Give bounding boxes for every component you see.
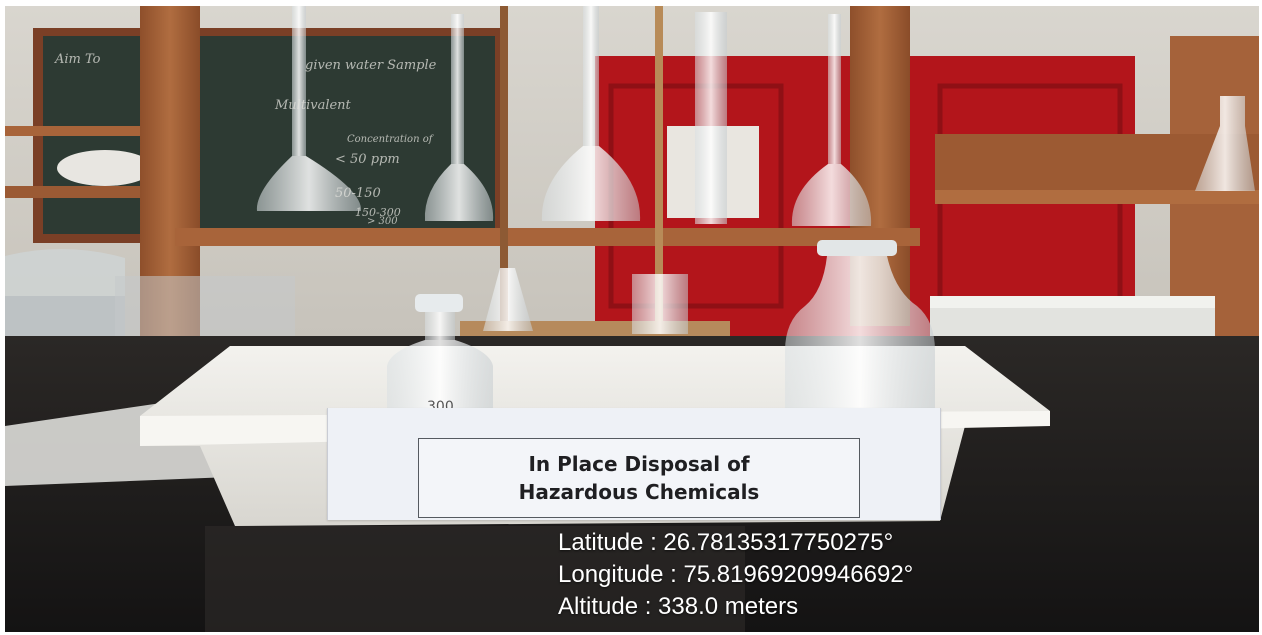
left-shelf-2 <box>5 186 165 198</box>
sign-line-2: Hazardous Chemicals <box>518 480 760 504</box>
volumetric-flask-4 <box>791 14 872 226</box>
counter-reflection <box>205 526 745 632</box>
white-bowl <box>57 150 153 186</box>
measuring-cylinder <box>695 12 727 224</box>
stand-rod-1 <box>500 6 508 326</box>
reagent-bottle-small: 300 <box>387 294 493 415</box>
board-text-1: Aim To <box>55 52 101 67</box>
volumetric-flask-3 <box>541 6 641 221</box>
sign-line-1: In Place Disposal of <box>528 452 750 476</box>
disposal-sign: In Place Disposal of Hazardous Chemicals <box>327 408 941 520</box>
board-text-2: given water Sample <box>305 58 437 73</box>
stand-rod-2 <box>655 6 663 326</box>
board-text-7: 150-300 <box>355 206 401 219</box>
latitude-text: Latitude : 26.78135317750275° <box>558 529 894 556</box>
board-text-5: < 50 ppm <box>335 152 400 167</box>
left-shelf <box>5 126 165 136</box>
conical-flask <box>1195 96 1255 191</box>
board-text-8: > 300 <box>367 216 398 227</box>
board-text-3: Multivalent <box>275 98 351 113</box>
longitude-text: Longitude : 75.81969209946692° <box>558 561 914 588</box>
reagent-bottle-large <box>785 240 935 411</box>
volumetric-flask-1 <box>256 6 362 211</box>
funnel-flask <box>483 268 533 331</box>
disposal-sign-box: In Place Disposal of Hazardous Chemicals <box>418 438 860 518</box>
small-beaker <box>632 274 688 334</box>
volumetric-flask-2 <box>424 14 494 221</box>
board-text-6: 50-150 <box>335 186 381 201</box>
board-text-4: Concentration of <box>347 134 433 145</box>
right-shelf-edge <box>935 190 1259 204</box>
altitude-text: Altitude : 338.0 meters <box>558 593 799 620</box>
geotag-overlay: Latitude : 26.78135317750275° Longitude … <box>553 527 1259 632</box>
main-shelf <box>175 228 920 246</box>
